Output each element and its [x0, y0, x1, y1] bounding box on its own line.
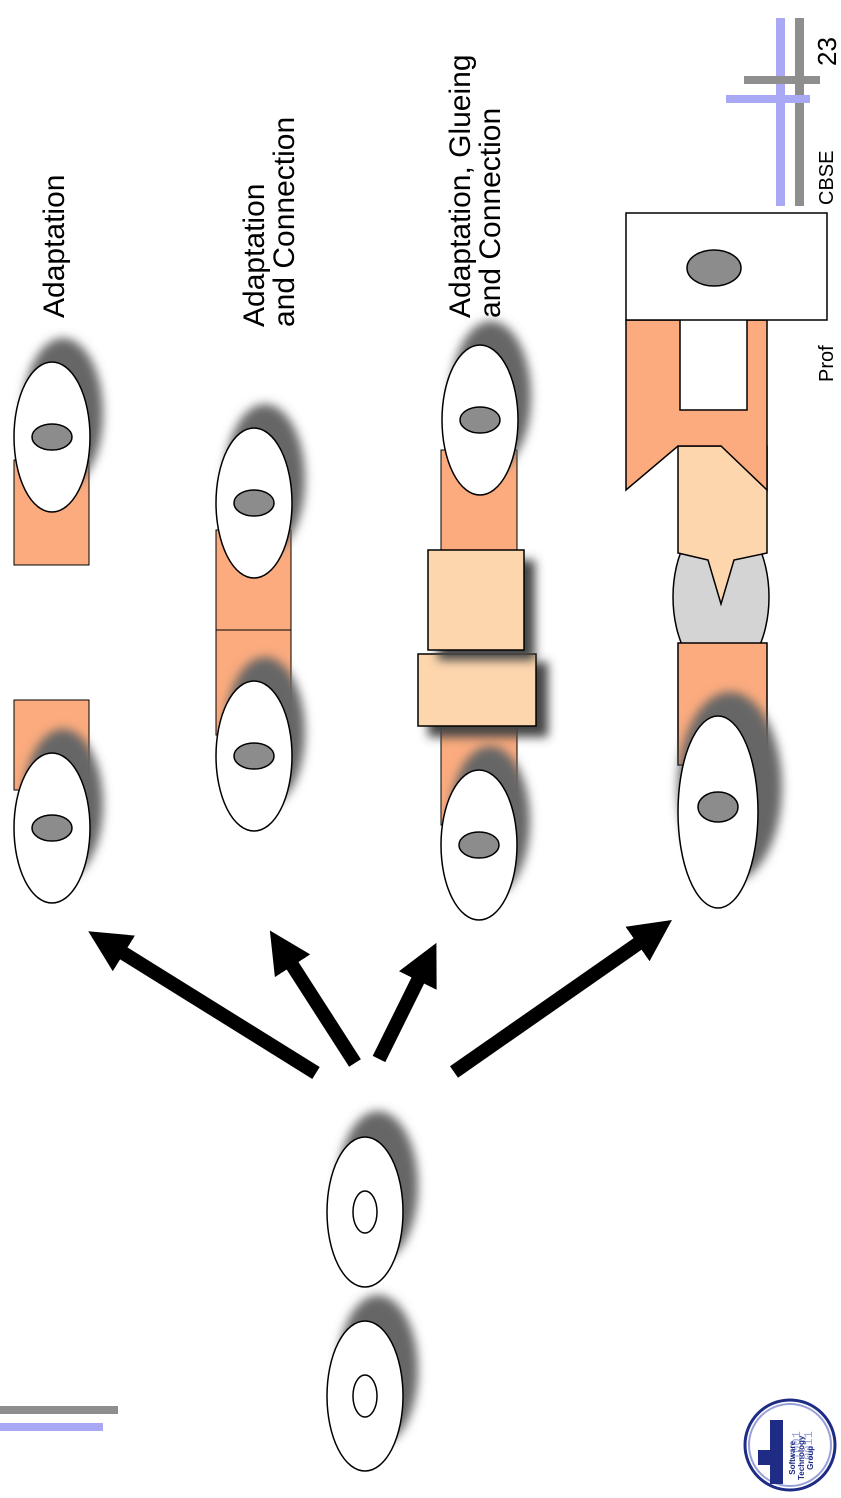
st-logo: 1001 0011 — [743, 1398, 837, 1492]
port — [233, 742, 275, 770]
source-component-bottom — [326, 1295, 418, 1472]
arrow-to-adaptation — [88, 931, 320, 1079]
header-decoration — [726, 18, 820, 206]
label-adaptation-glueing-connection: Adaptation, Glueing and Connection — [444, 54, 507, 318]
port — [31, 423, 73, 451]
svg-text:1001: 1001 — [790, 1431, 804, 1460]
logo-text-line-2: Technology — [797, 1435, 806, 1480]
source-component-top — [326, 1111, 418, 1288]
open-port — [352, 1374, 378, 1418]
port — [458, 831, 500, 859]
label-adaptation-connection: Adaptation and Connection — [238, 116, 301, 327]
logo-text-line-3: Group — [806, 1445, 815, 1470]
port — [459, 406, 501, 434]
open-port — [352, 1190, 378, 1234]
adaptation-connection-group — [215, 404, 305, 832]
arrow-to-adaptation-connection — [269, 930, 361, 1067]
port — [31, 814, 73, 842]
fragment-group — [625, 212, 828, 909]
footer-decoration — [0, 1406, 118, 1431]
port — [233, 489, 275, 517]
logo-letter-mark — [758, 1420, 783, 1484]
glue-block — [427, 549, 525, 651]
port — [686, 249, 742, 287]
svg-text:0011: 0011 — [802, 1431, 816, 1460]
arrow-to-fragment — [449, 919, 672, 1078]
footer-author: Prof — [816, 345, 838, 382]
glueing-group — [417, 321, 548, 921]
logo-text-line-1: Software — [788, 1440, 797, 1475]
adaptation-group — [13, 338, 103, 904]
port — [697, 791, 739, 823]
page-number: 23 — [812, 37, 841, 66]
arrows — [88, 919, 672, 1079]
label-adaptation: Adaptation — [38, 174, 71, 318]
arrow-to-glueing — [372, 942, 437, 1063]
footer-course: CBSE — [816, 150, 838, 205]
glue-block — [417, 653, 537, 727]
